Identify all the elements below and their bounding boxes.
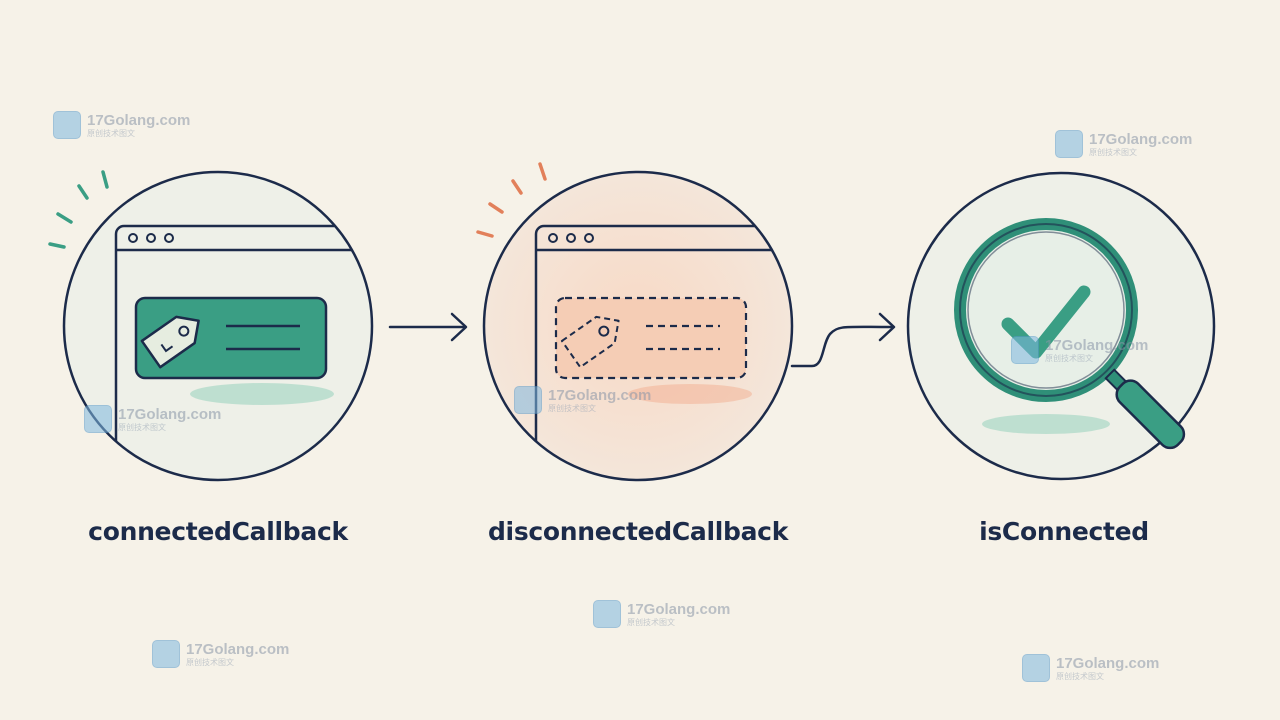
tag-icon <box>560 315 620 369</box>
magnifier-icon <box>954 218 1186 450</box>
activity-spark-icon <box>48 170 109 249</box>
tag-icon <box>140 315 200 369</box>
activity-spark-icon <box>476 162 547 238</box>
browser-window-icon <box>114 224 372 480</box>
arrow-icon <box>790 312 896 368</box>
element-card <box>134 296 328 380</box>
connected-panel <box>48 170 374 482</box>
detached-element-card <box>554 296 748 380</box>
step-label-connected: connectedCallback <box>88 517 348 546</box>
disconnected-panel <box>476 162 794 482</box>
step-label-disconnected: disconnectedCallback <box>487 517 789 546</box>
arrow-icon <box>388 312 468 342</box>
step-label-is-connected: isConnected <box>979 517 1149 546</box>
is-connected-panel <box>906 171 1216 481</box>
browser-window-icon <box>534 224 792 480</box>
